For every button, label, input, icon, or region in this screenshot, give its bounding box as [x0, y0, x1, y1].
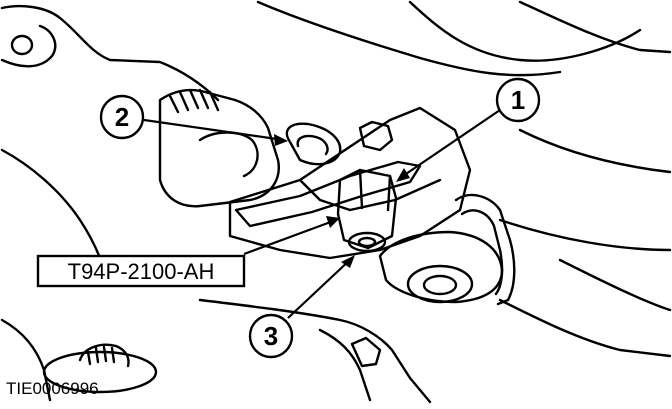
tool-label-box [36, 254, 246, 288]
hex-fitting-bore-inner [357, 236, 377, 248]
retaining-clip-inner [296, 134, 329, 156]
chassis-contour-left [0, 4, 220, 102]
arrowhead-1 [396, 168, 410, 182]
housing-inner [198, 131, 259, 178]
bushing-bore-inner [422, 274, 458, 296]
bracket-flange [298, 178, 442, 212]
bushing-bore [406, 264, 474, 304]
callout-circle-1 [495, 77, 541, 123]
leader-line-3 [287, 257, 353, 319]
lower-arm-edge [318, 328, 372, 402]
lower-right-contour [498, 298, 672, 358]
bottom-left-bushing-ribs [86, 345, 116, 366]
chassis-mounting-boss [0, 24, 57, 68]
leader-line-1 [399, 109, 501, 179]
lower-arm [198, 298, 432, 404]
strap-bracket-inner [460, 209, 504, 296]
callout-number-1: 1 [511, 85, 525, 115]
bottom-left-frame [0, 318, 52, 402]
hex-fitting [336, 168, 398, 250]
arrowhead-3 [341, 255, 355, 268]
hex-fitting-edges [358, 168, 392, 212]
chassis-edge-lower [0, 148, 102, 260]
callout-circle-2 [99, 94, 145, 140]
tool-arm [234, 160, 422, 228]
housing-threads [168, 88, 220, 114]
right-frame-edge [518, 128, 672, 174]
lower-pin [350, 336, 382, 368]
bracket-plate [228, 106, 472, 260]
strap-bracket [454, 193, 516, 306]
chassis-bolt-hole [10, 34, 34, 56]
leader-line-2 [143, 118, 285, 142]
hex-fitting-bore [347, 231, 387, 253]
callout-number-3: 3 [264, 321, 278, 351]
upper-right-contour-2 [408, 0, 642, 62]
arrowhead-2 [274, 134, 288, 146]
retaining-clip [285, 122, 342, 166]
callout-number-2: 2 [115, 102, 129, 132]
upper-right-contour [256, 0, 562, 77]
figure-id: TIE0006996 [6, 379, 99, 398]
lower-right-contour-2 [558, 258, 672, 312]
clip-bolt [358, 120, 394, 152]
bottom-left-bushing-cup [78, 343, 130, 368]
callout-circle-3 [248, 313, 294, 359]
housing-body [158, 88, 280, 208]
arrowhead-tool [326, 216, 340, 228]
right-frame-edge-2 [498, 218, 672, 252]
tool-label: T94P-2100-AH [68, 259, 215, 284]
upper-right-contour-3 [518, 0, 672, 54]
leader-line-tool [243, 218, 337, 256]
